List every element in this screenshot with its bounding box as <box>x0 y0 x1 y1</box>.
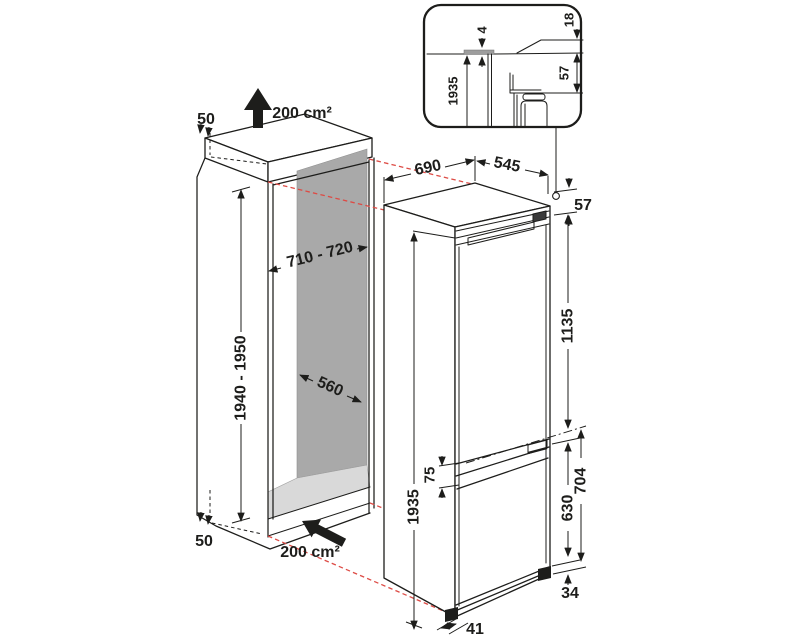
lower-section-height-label: 704 <box>573 468 590 495</box>
split-centerline <box>465 425 587 464</box>
inset-countertop-section <box>516 39 584 54</box>
bottom-vent-arrow-icon <box>302 519 347 547</box>
inset-hinge-plate <box>522 93 546 101</box>
plinth-recess-label: 41 <box>466 621 484 638</box>
lower-door-height-label: 630 <box>560 495 577 522</box>
inset-lid-section <box>463 49 495 55</box>
appliance-left-side-face <box>383 204 456 618</box>
inset-niche-height-label: 1935 <box>446 77 461 106</box>
appliance-drawing <box>383 182 587 622</box>
appliance-dimensions <box>383 127 587 635</box>
detail-inset <box>422 3 584 129</box>
inset-wall-section <box>487 53 492 127</box>
appliance-top-clearance-label: 57 <box>574 197 592 214</box>
projection-line-top-left <box>267 181 456 228</box>
niche-plinth-vent-slot <box>267 486 371 537</box>
niche-outer-edges <box>196 157 371 550</box>
appliance-width-label: 690 <box>413 157 443 179</box>
projection-line-top-right <box>368 158 473 185</box>
projection-line-bottom-left <box>267 535 456 617</box>
hinge-gap-label: 75 <box>422 467 439 484</box>
appliance-height-label: 1935 <box>406 489 423 525</box>
appliance-front-face <box>454 205 551 618</box>
niche-lid-front-right-face <box>267 137 373 183</box>
inset-top-clearance-label: 57 <box>557 66 572 80</box>
inset-bracket-section <box>509 72 545 94</box>
appliance-depth-label: 545 <box>492 154 522 176</box>
top-vent-arrow-icon <box>244 88 272 128</box>
niche-cavity-edges <box>267 157 375 538</box>
inset-overhang-label: 18 <box>562 13 577 27</box>
niche-bottom-gap-label: 50 <box>195 533 213 550</box>
niche-interior-back-panel <box>296 148 368 479</box>
base-lines <box>454 566 551 612</box>
niche-top-gap-label: 50 <box>197 111 215 128</box>
niche-hidden-edges <box>209 133 268 535</box>
upper-door-height-label: 1135 <box>560 309 577 344</box>
inset-lid-thickness-label: 4 <box>475 26 490 34</box>
handle-recess-shadow <box>527 446 548 455</box>
niche-height-label: 1940 - 1950 <box>233 335 250 421</box>
inset-appliance-top-section <box>513 92 548 127</box>
control-panel <box>532 210 547 223</box>
door-edge-lines <box>458 224 547 607</box>
niche-drawing <box>196 88 375 550</box>
base-height-label: 34 <box>561 585 579 602</box>
niche-bottom-vent-label: 200 cm² <box>280 544 340 561</box>
front-right-foot <box>538 566 551 581</box>
niche-dimensions <box>197 123 368 525</box>
front-left-foot <box>445 607 458 622</box>
niche-top-vent-label: 200 cm² <box>272 105 332 122</box>
detail-reference-circle <box>552 192 560 200</box>
top-grille-slot <box>467 221 535 246</box>
